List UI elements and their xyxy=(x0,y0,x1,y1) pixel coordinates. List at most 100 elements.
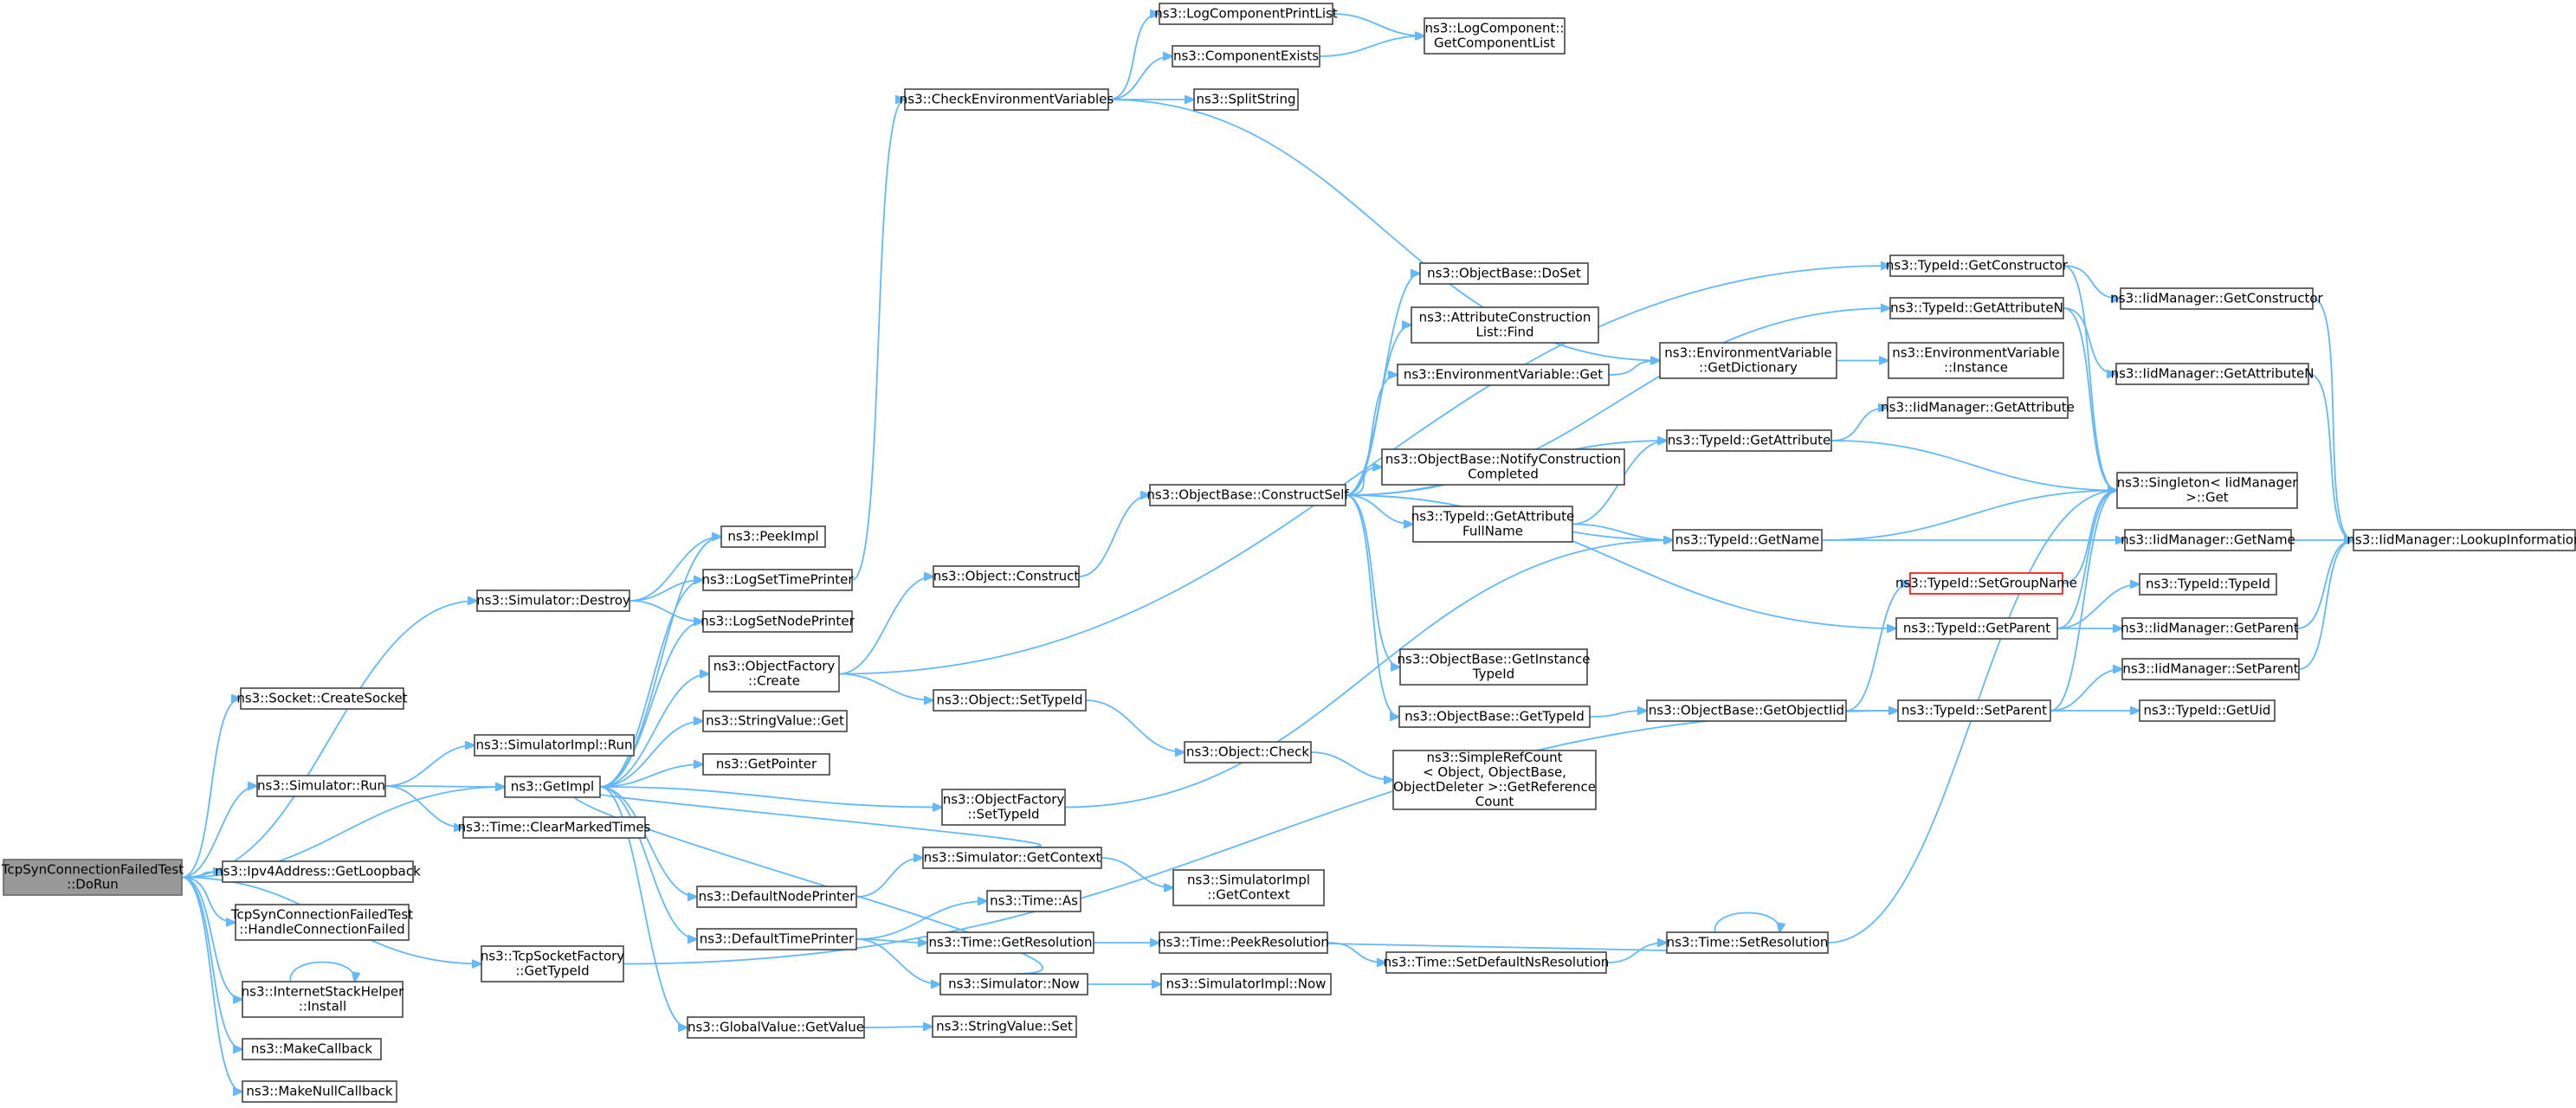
node-make-cb[interactable]: ns3::MakeCallback xyxy=(242,1038,382,1060)
node-objbase-gettypeid[interactable]: ns3::ObjectBase::GetTypeId xyxy=(1398,705,1591,728)
node-tcp-sock-fact[interactable]: ns3::TcpSocketFactory::GetTypeId xyxy=(481,945,624,982)
edge-sim-run-to-time-clear xyxy=(384,785,463,828)
node-logsetnode[interactable]: ns3::LogSetNodePrinter xyxy=(700,610,855,633)
edge-getimpl-to-objfact-create xyxy=(599,674,709,788)
node-objbase-cself[interactable]: ns3::ObjectBase::ConstructSelf xyxy=(1146,484,1349,506)
edge-typeid-getcons-to-singleton xyxy=(2063,265,2117,491)
node-label: ns3::Time::SetResolution xyxy=(1667,935,1829,950)
node-iid-setparent[interactable]: ns3::IidManager::SetParent xyxy=(2121,658,2300,680)
node-sim-getctx[interactable]: ns3::Simulator::GetContext xyxy=(922,847,1102,869)
node-compexists[interactable]: ns3::ComponentExists xyxy=(1172,45,1320,68)
node-getpointer[interactable]: ns3::GetPointer xyxy=(702,753,830,776)
node-iid-getattrn[interactable]: ns3::IidManager::GetAttributeN xyxy=(2111,363,2315,385)
node-label: ns3::Time::PeekResolution xyxy=(1158,935,1329,950)
node-strval-set[interactable]: ns3::StringValue::Set xyxy=(932,1015,1077,1038)
node-obj-check[interactable]: ns3::Object::Check xyxy=(1184,741,1312,763)
node-label: ns3::GetImpl xyxy=(511,779,594,795)
node-typeid-getparent[interactable]: ns3::TypeId::GetParent xyxy=(1895,617,2058,640)
edge-typeid-setparent-to-singleton xyxy=(2050,491,2117,712)
node-objbase-getoiid[interactable]: ns3::ObjectBase::GetObjectIid xyxy=(1646,699,1847,722)
node-logcomp-getlist[interactable]: ns3::LogComponent::GetComponentList xyxy=(1424,17,1566,55)
node-logcompprint[interactable]: ns3::LogComponentPrintList xyxy=(1154,3,1338,25)
edge-obj-check-to-simplerefcount xyxy=(1310,751,1393,780)
node-logsettime[interactable]: ns3::LogSetTimePrinter xyxy=(701,569,854,591)
node-label: ns3::Ipv4Address::GetLoopback xyxy=(215,864,421,879)
node-envvar-getdict[interactable]: ns3::EnvironmentVariable::GetDictionary xyxy=(1659,342,1837,379)
node-inet-install[interactable]: ns3::InternetStackHelper::Install xyxy=(242,981,404,1018)
edge-typeid-setgroup-to-singleton xyxy=(2062,491,2117,584)
node-label: ns3::Time::GetResolution xyxy=(929,935,1093,950)
node-splitstring[interactable]: ns3::SplitString xyxy=(1193,88,1299,111)
node-typeid-typeid[interactable]: ns3::TypeId::TypeId xyxy=(2139,573,2277,596)
node-objfact-create[interactable]: ns3::ObjectFactory::Create xyxy=(708,655,840,692)
node-sock-create[interactable]: ns3::Socket::CreateSocket xyxy=(236,687,408,710)
node-envvar-get[interactable]: ns3::EnvironmentVariable::Get xyxy=(1397,364,1610,386)
node-objfact-settypeid[interactable]: ns3::ObjectFactory::SetTypeId xyxy=(941,789,1066,826)
node-typeid-getname[interactable]: ns3::TypeId::GetName xyxy=(1672,529,1823,551)
node-typeid-setparent[interactable]: ns3::TypeId::SetParent xyxy=(1897,699,2051,722)
edge-getimpl-to-objfact-settypeid xyxy=(599,786,942,808)
edge-root-to-sim-destroy xyxy=(181,601,477,879)
node-peekimpl[interactable]: ns3::PeekImpl xyxy=(720,525,826,548)
node-label: ns3::IidManager::LookupInformation xyxy=(2347,532,2576,548)
node-getimpl[interactable]: ns3::GetImpl xyxy=(504,776,601,798)
node-typeid-getattrn[interactable]: ns3::TypeId::GetAttributeN xyxy=(1889,297,2064,319)
node-label: ns3::Simulator::Now xyxy=(948,976,1080,992)
node-defnodeprinter[interactable]: ns3::DefaultNodePrinter xyxy=(696,886,857,908)
node-label: ns3::TcpSocketFactory xyxy=(481,949,624,964)
node-box xyxy=(242,1038,382,1060)
node-iid-getcons[interactable]: ns3::IidManager::GetConstructor xyxy=(2110,287,2324,310)
node-sim-destroy[interactable]: ns3::Simulator::Destroy xyxy=(476,589,630,612)
node-label: Completed xyxy=(1468,467,1539,482)
node-singleton[interactable]: ns3::Singleton< IidManager>::Get xyxy=(2116,472,2299,509)
node-simimpl-run[interactable]: ns3::SimulatorImpl::Run xyxy=(474,734,635,757)
node-iid-getparent[interactable]: ns3::IidManager::GetParent xyxy=(2121,617,2299,640)
node-label: ns3::AttributeConstruction xyxy=(1419,310,1591,325)
node-box xyxy=(462,816,646,839)
node-time-peekres[interactable]: ns3::Time::PeekResolution xyxy=(1158,931,1329,954)
node-time-as[interactable]: ns3::Time::As xyxy=(986,890,1081,912)
node-simimpl-getctx[interactable]: ns3::SimulatorImpl::GetContext xyxy=(1172,869,1325,906)
node-deftimeprinter[interactable]: ns3::DefaultTimePrinter xyxy=(696,928,857,950)
node-typeid-setgroup[interactable]: ns3::TypeId::SetGroupName xyxy=(1895,572,2077,595)
node-globval[interactable]: ns3::GlobalValue::GetValue xyxy=(687,1016,865,1039)
node-box xyxy=(702,610,853,633)
node-iid-getname[interactable]: ns3::IidManager::GetName xyxy=(2121,529,2295,551)
node-sim-run[interactable]: ns3::Simulator::Run xyxy=(256,775,386,797)
node-iid-getattr[interactable]: ns3::IidManager::GetAttribute xyxy=(1881,396,2075,419)
node-typeid-getuid[interactable]: ns3::TypeId::GetUid xyxy=(2139,699,2276,722)
node-objbase-doset[interactable]: ns3::ObjectBase::DoSet xyxy=(1419,262,1589,285)
node-time-getres[interactable]: ns3::Time::GetResolution xyxy=(926,931,1094,954)
node-box xyxy=(2121,658,2300,680)
node-envvar-inst[interactable]: ns3::EnvironmentVariable::Instance xyxy=(1888,342,2064,379)
edge-typeid-getname-to-singleton xyxy=(1821,491,2117,541)
node-box xyxy=(240,687,404,710)
node-iid-lookup[interactable]: ns3::IidManager::LookupInformation xyxy=(2347,529,2576,551)
node-checkenv[interactable]: ns3::CheckEnvironmentVariables xyxy=(900,88,1114,111)
edge-objfact-settypeid-to-typeid-getname xyxy=(1064,540,1673,808)
edge-objbase-cself-to-typeid-getattrfull xyxy=(1345,494,1413,525)
node-typeid-getattr[interactable]: ns3::TypeId::GetAttribute xyxy=(1666,429,1832,452)
node-simplerefcount[interactable]: ns3::SimpleRefCount< Object, ObjectBase,… xyxy=(1392,750,1597,810)
node-sim-now[interactable]: ns3::Simulator::Now xyxy=(939,973,1088,995)
node-obj-settypeid[interactable]: ns3::Object::SetTypeId xyxy=(933,689,1087,712)
node-obj-construct[interactable]: ns3::Object::Construct xyxy=(933,565,1080,588)
node-label: ::GetContext xyxy=(1207,887,1290,903)
node-typeid-getcons[interactable]: ns3::TypeId::GetConstructor xyxy=(1886,254,2069,277)
node-time-clear[interactable]: ns3::Time::ClearMarkedTimes xyxy=(458,816,651,839)
node-label: ns3::Time::SetDefaultNsResolution xyxy=(1384,955,1610,970)
node-label: ns3::Object::Construct xyxy=(933,569,1080,584)
node-time-setres[interactable]: ns3::Time::SetResolution xyxy=(1666,931,1829,954)
node-strval-get[interactable]: ns3::StringValue::Get xyxy=(702,710,848,732)
node-tcp-handle[interactable]: TcpSynConnectionFailedTest::HandleConnec… xyxy=(230,904,413,941)
node-objbase-notify[interactable]: ns3::ObjectBase::NotifyConstructionCompl… xyxy=(1381,448,1625,486)
node-root[interactable]: TcpSynConnectionFailedTest::DoRun xyxy=(1,859,184,896)
node-make-null[interactable]: ns3::MakeNullCallback xyxy=(242,1080,397,1103)
node-time-setdefns[interactable]: ns3::Time::SetDefaultNsResolution xyxy=(1384,951,1610,974)
edge-root-to-sock-create xyxy=(181,699,241,879)
node-ipv4-loop[interactable]: ns3::Ipv4Address::GetLoopback xyxy=(215,860,421,883)
node-simimpl-now[interactable]: ns3::SimulatorImpl::Now xyxy=(1160,973,1332,995)
